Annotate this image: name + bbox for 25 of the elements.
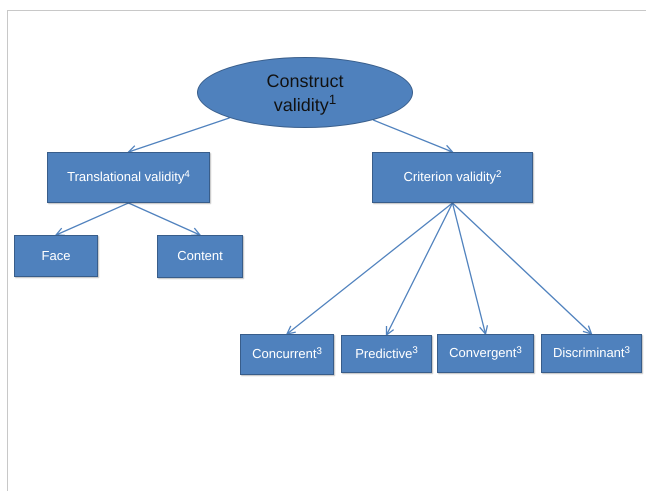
node-label: Criterion validity$^{2}$ (404, 169, 502, 186)
arrow (286, 202, 453, 335)
arrow (55, 202, 129, 236)
arrow (372, 119, 454, 154)
arrow (128, 117, 230, 154)
process-box (437, 334, 534, 373)
node-label: Construct validity$^{1}$ (265, 70, 345, 116)
node-label: Predictive$^{3}$ (355, 346, 418, 362)
node-label: Concurrent$^{3}$ (252, 346, 322, 363)
arrow (386, 202, 454, 336)
process-box (541, 334, 642, 373)
arrow (128, 202, 201, 236)
node-label: Content (177, 248, 223, 265)
process-box (47, 152, 210, 203)
node-label: Face (42, 248, 70, 264)
arrow (452, 202, 592, 335)
process-box (240, 334, 334, 375)
node-label: Convergent$^{3}$ (449, 345, 522, 362)
process-box (372, 152, 533, 203)
process-box (157, 235, 243, 278)
process-box (14, 235, 98, 277)
process-box (341, 335, 432, 373)
node-label: Discriminant$^{3}$ (553, 345, 630, 362)
node-label: Translational validity$^{4}$ (67, 169, 190, 186)
arrow (452, 202, 488, 335)
